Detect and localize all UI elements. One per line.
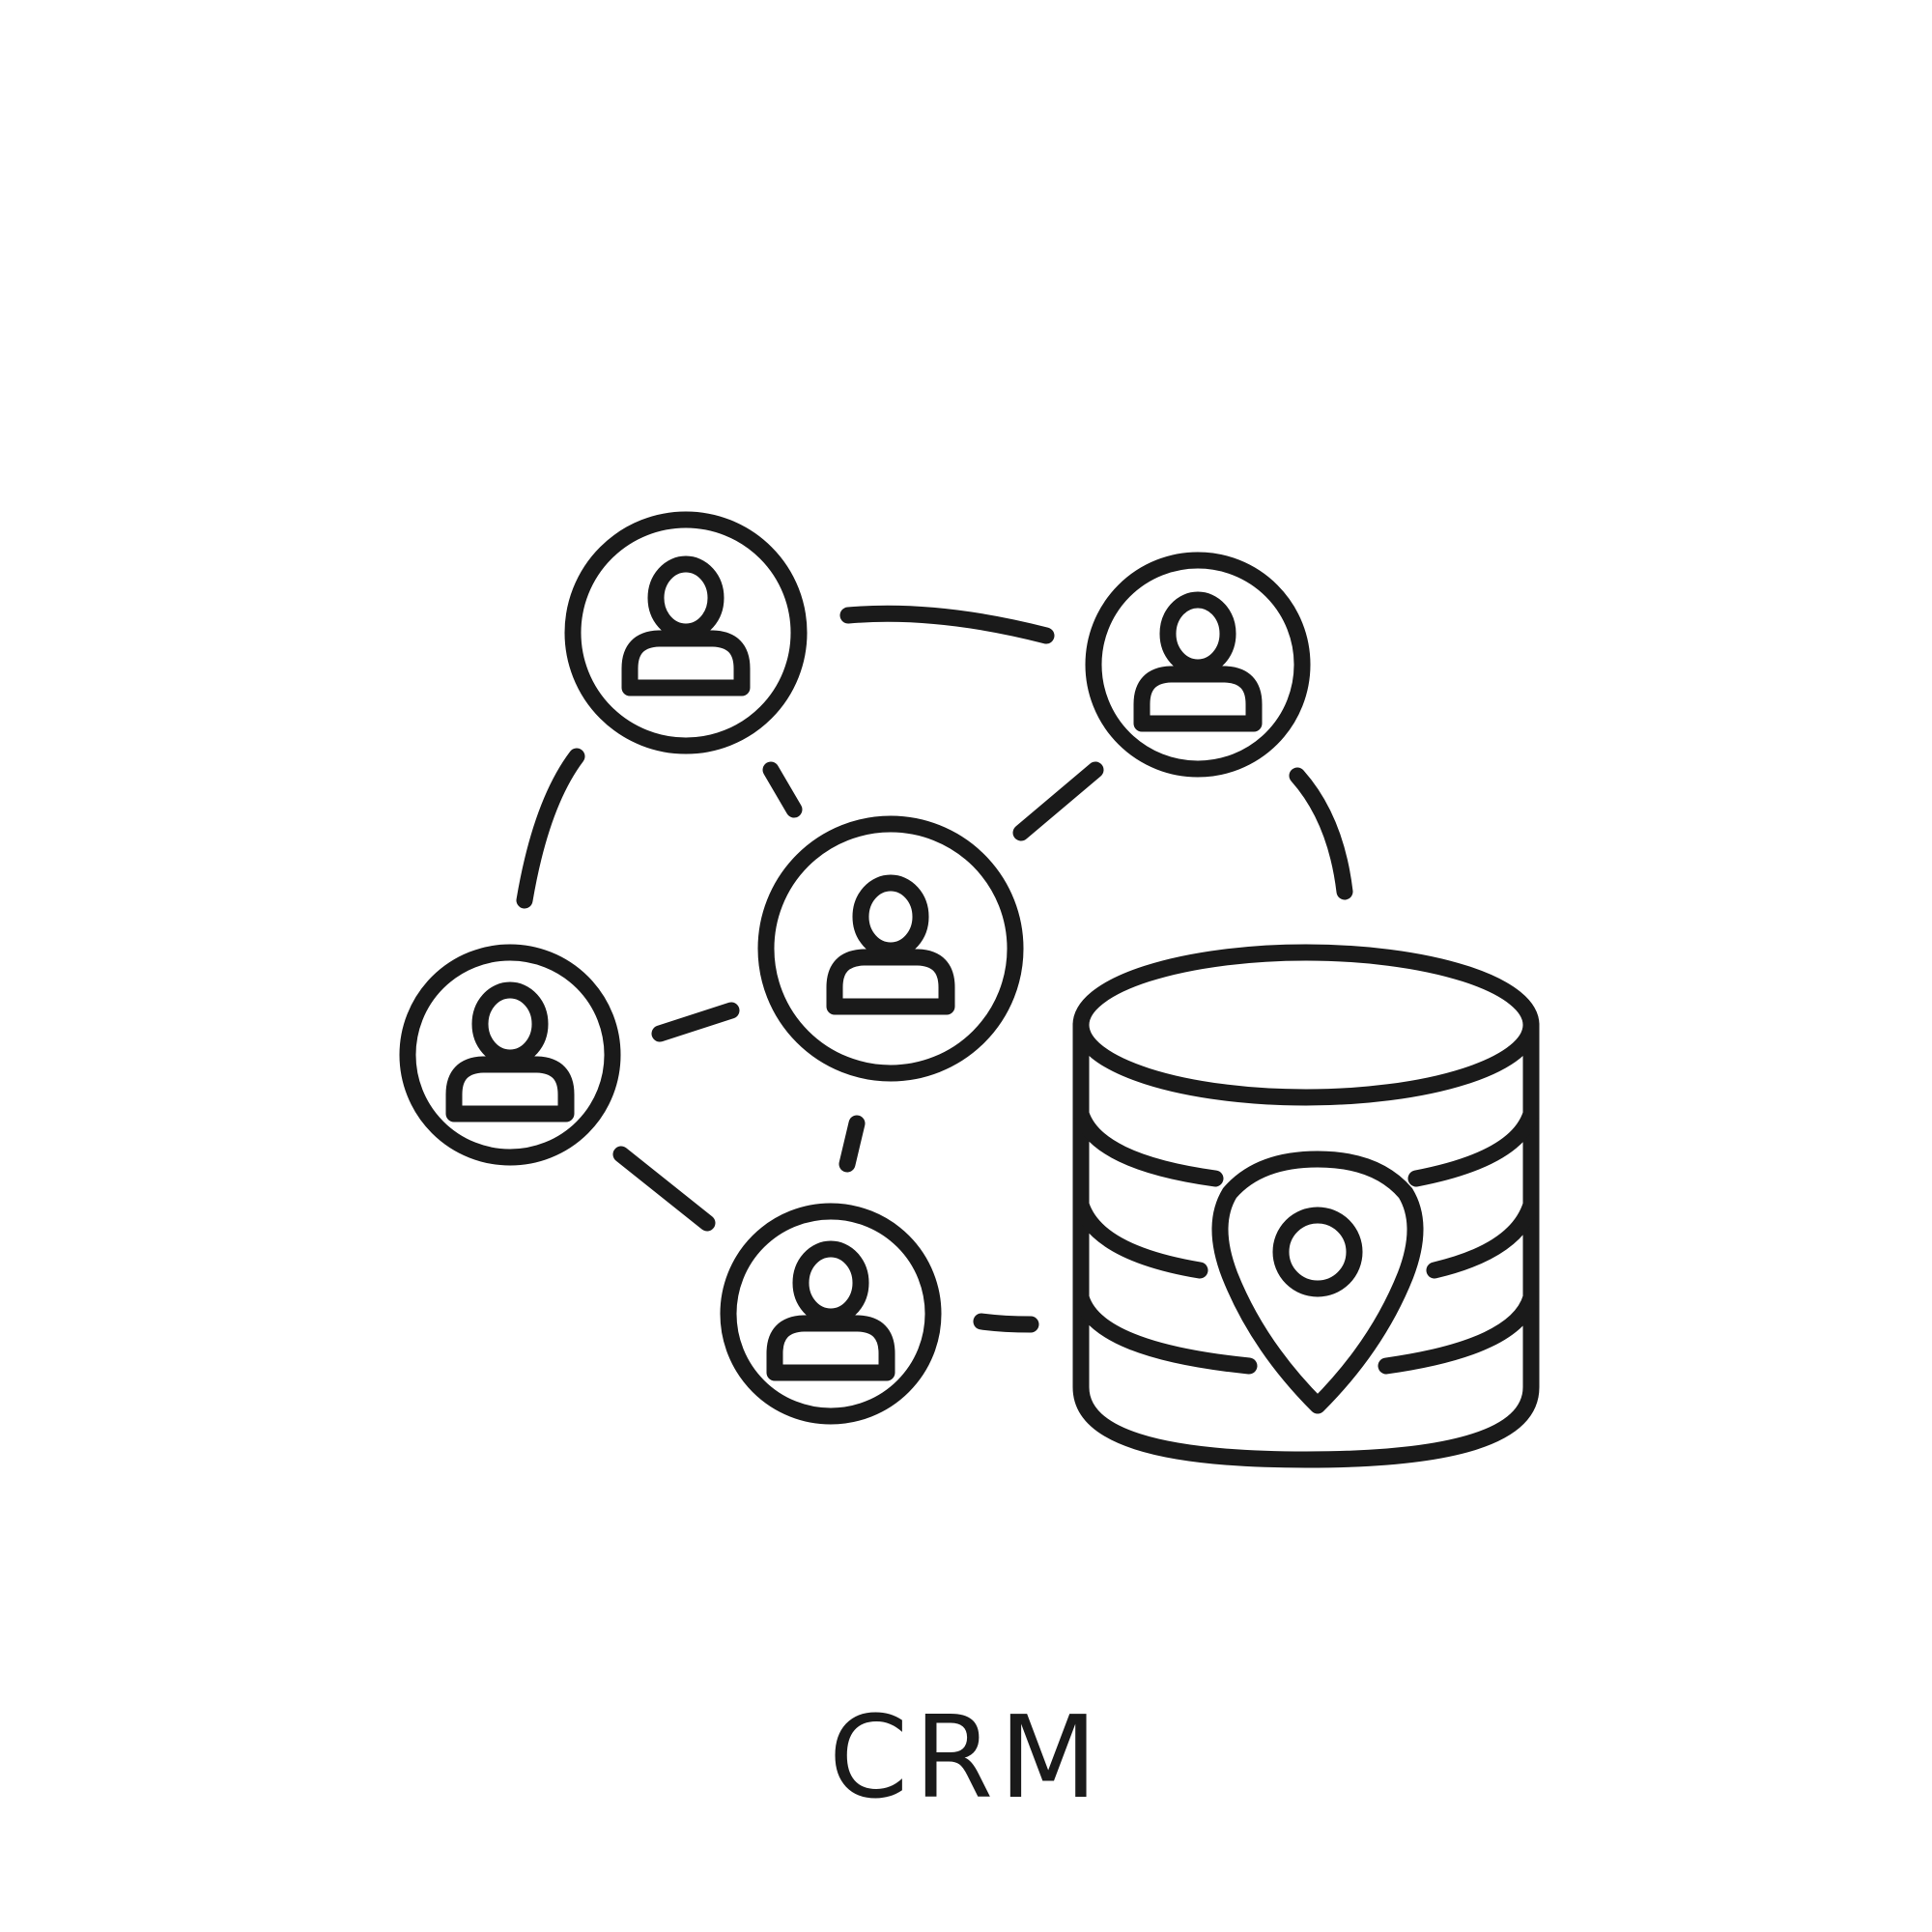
user-icon [775,1249,887,1373]
user-node [720,1203,942,1425]
diagram-caption: CRM [828,1690,1104,1824]
user-node [1085,552,1311,778]
user-icon [1142,600,1254,724]
connector-line [839,605,1055,644]
user-icon [454,990,566,1114]
database-icon [1072,944,1540,1468]
connector-line [1012,761,1104,841]
user-node [757,815,1024,1082]
connector-line [762,761,803,818]
connector-line [612,1146,716,1232]
user-icon [835,883,947,1007]
location-pin-icon [1211,1151,1424,1414]
user-node [399,944,621,1166]
connector-line [838,1115,866,1173]
connector-line [973,1313,1039,1333]
connector-line [1289,767,1353,900]
connector-line [651,1002,740,1042]
user-icon [630,564,742,688]
connector-lines [516,605,1353,1333]
user-node [564,511,808,754]
connector-line [516,748,585,909]
